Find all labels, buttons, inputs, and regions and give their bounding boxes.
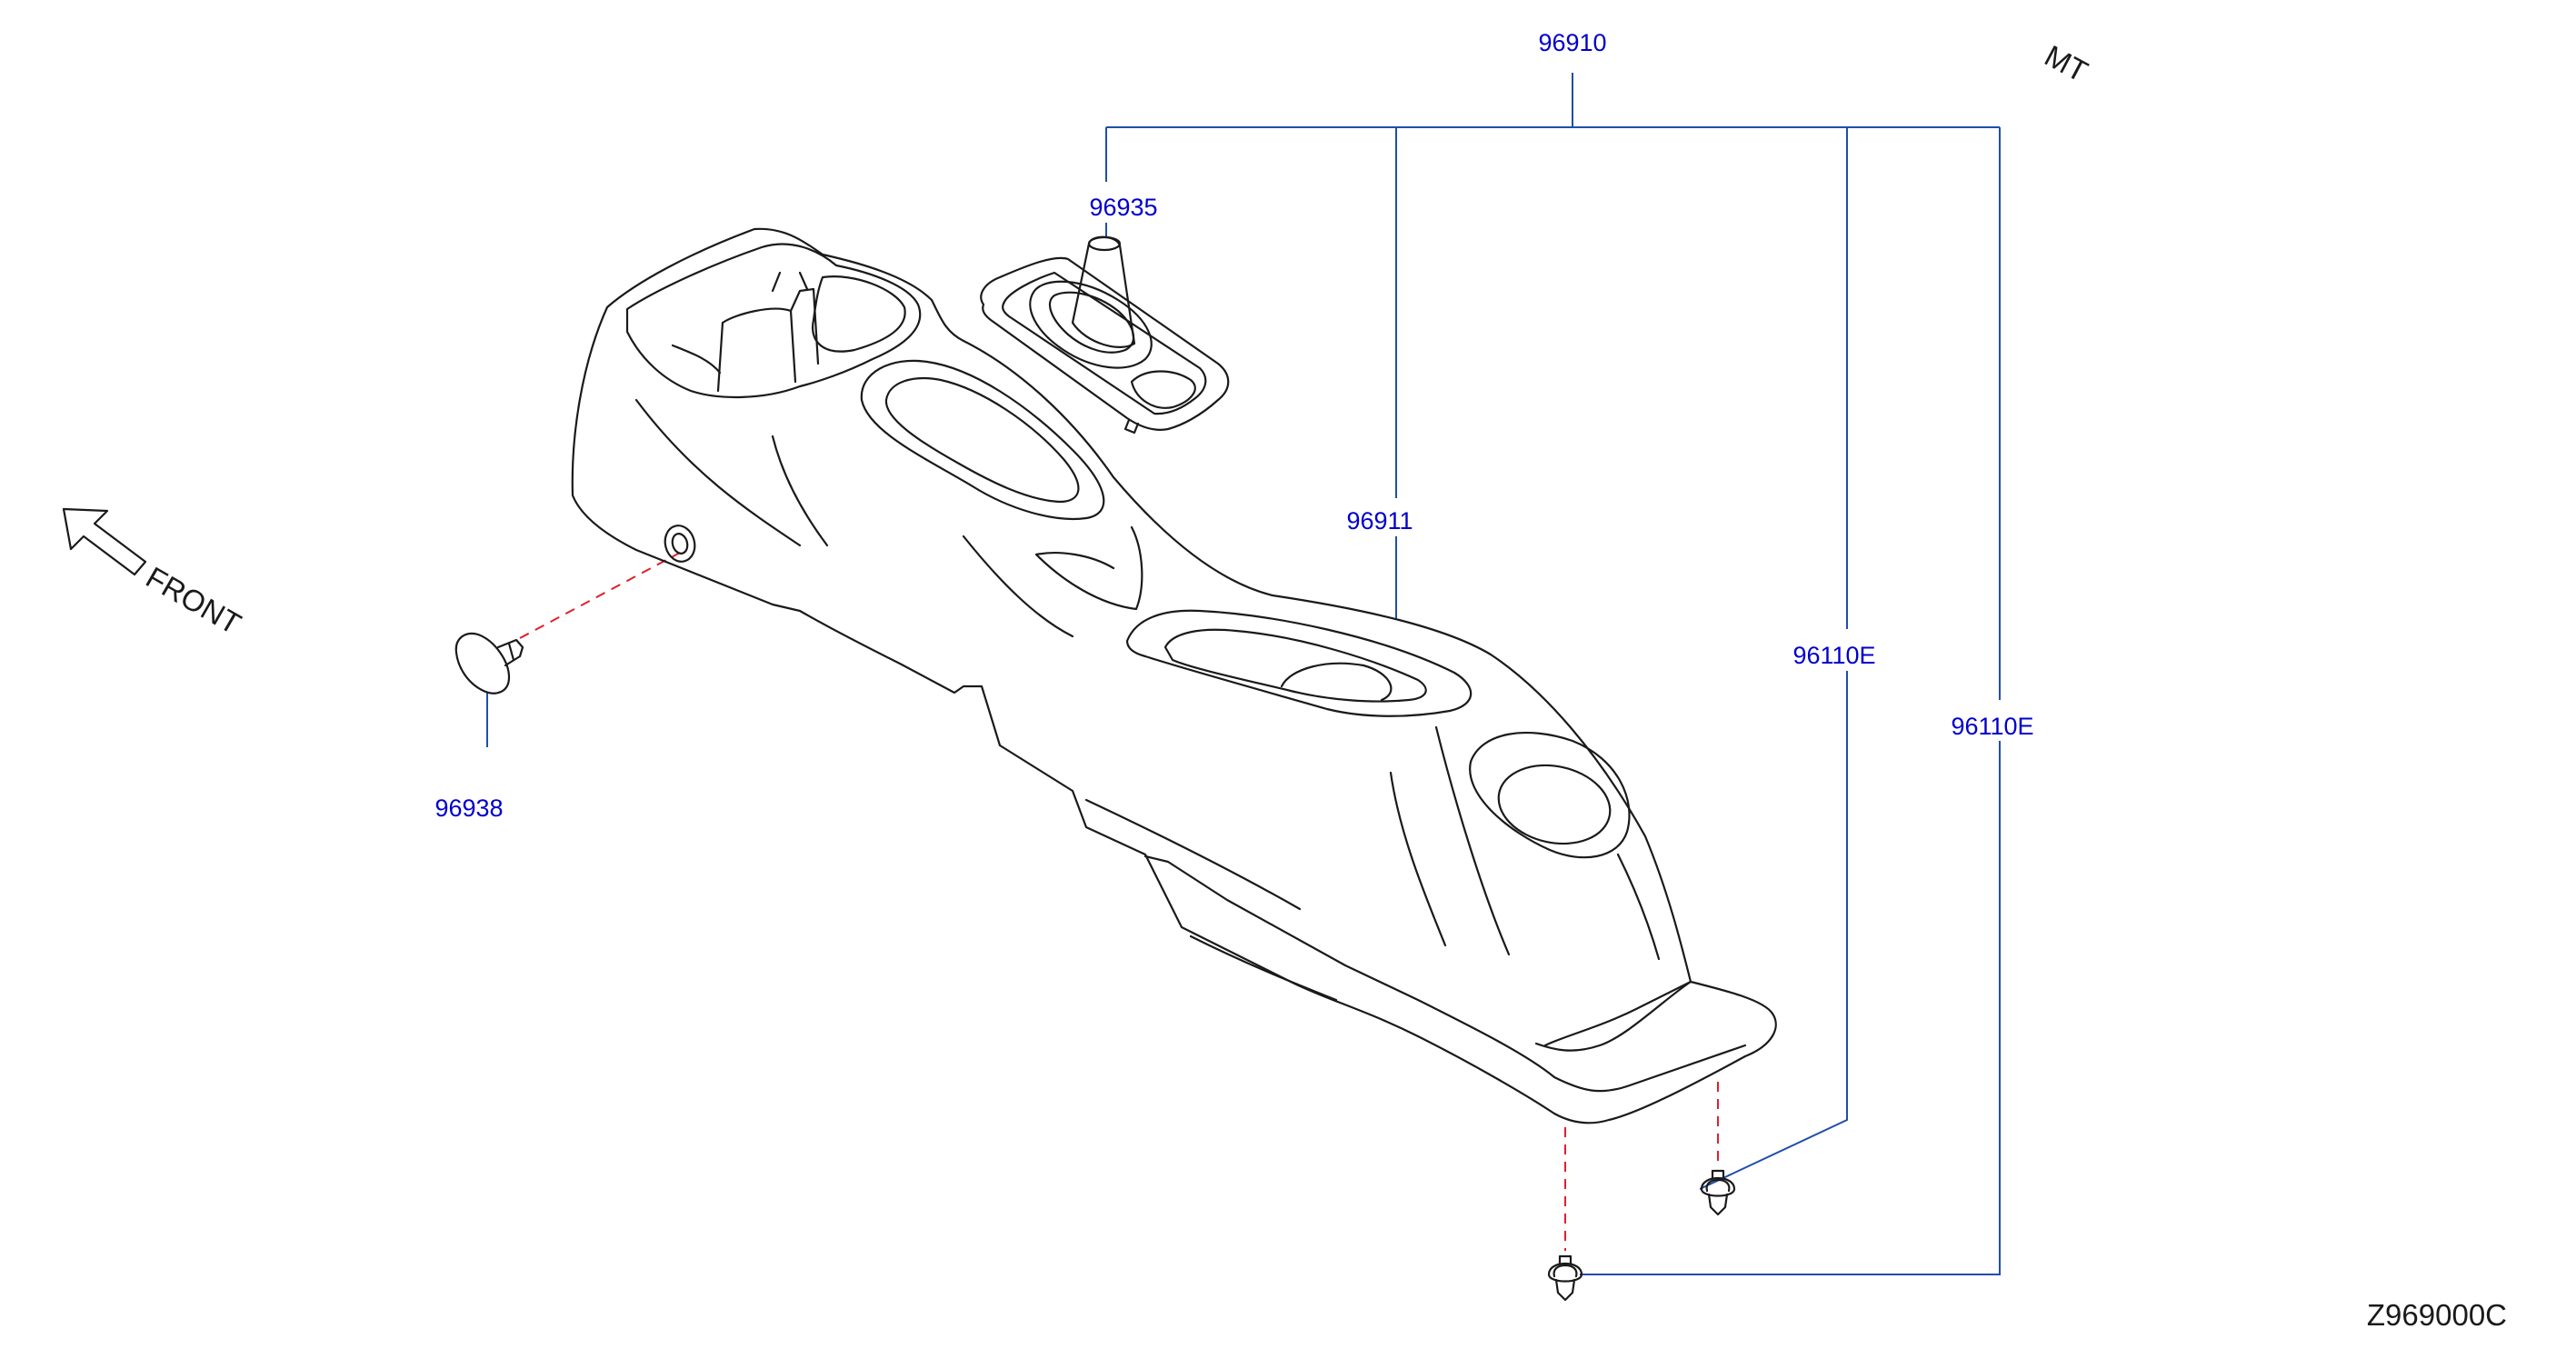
side-body-contour — [1084, 798, 1338, 1002]
rear-cup-recess-outer — [1469, 731, 1631, 859]
callout-plug: 96938 — [434, 794, 503, 822]
boot-collar — [1029, 280, 1153, 369]
mid-tray-inner — [884, 376, 1080, 504]
center-console-drawing — [571, 227, 1777, 1124]
plug-drawing — [454, 632, 524, 694]
front-storage-rim — [625, 243, 922, 399]
clip-a — [1700, 1169, 1736, 1216]
drawing-number: Z969000C — [2367, 1298, 2507, 1332]
boot-stem-top — [1087, 235, 1122, 252]
plug-ring — [507, 642, 515, 662]
rear-lower-contour — [1543, 980, 1692, 1047]
grommet-hole-inner — [671, 533, 689, 555]
boot-plate — [980, 256, 1230, 431]
boot-tab — [1123, 418, 1140, 435]
rear-armrest-pocket — [1280, 662, 1393, 702]
rear-armrest-inner — [1163, 628, 1427, 703]
rear-cup-recess — [1497, 764, 1612, 845]
front-arrow-icon — [62, 507, 147, 576]
console-base-front — [1534, 980, 1692, 1052]
rear-armrest-top — [1125, 609, 1473, 717]
boot-collar-inner — [1048, 291, 1134, 354]
leader-clip-b-lower — [1580, 741, 2001, 1275]
front-divider — [716, 287, 820, 393]
mid-side-recess — [1034, 525, 1143, 611]
leader-clip-a-lower — [1699, 671, 1848, 1190]
callout-clip-b: 96110E — [1951, 713, 2033, 740]
clip-drawings — [1547, 1169, 1736, 1302]
plug-head — [454, 632, 511, 694]
fastener-paths — [519, 552, 1719, 1251]
mid-tray-outer — [860, 359, 1105, 520]
front-inner-wall — [671, 271, 809, 375]
console-body-outline — [571, 227, 1777, 1124]
console-base-edge — [1143, 854, 1747, 1093]
leader-lines — [486, 73, 2001, 1275]
boot-pocket — [1130, 370, 1196, 409]
shift-boot-drawing — [980, 235, 1230, 435]
boot-plate-inner — [1002, 271, 1207, 415]
side-contour-upper — [634, 398, 1074, 638]
callout-clip-a: 96110E — [1792, 642, 1875, 669]
callout-boot: 96935 — [1089, 194, 1157, 221]
clip-b — [1547, 1254, 1583, 1302]
callout-assembly: 96910 — [1538, 29, 1606, 56]
grommet-hole — [664, 525, 696, 563]
plug-shank — [496, 638, 524, 667]
callout-console: 96911 — [1346, 507, 1413, 535]
front-label: FRONT — [141, 560, 247, 641]
rear-side-contour — [1389, 725, 1661, 961]
front-cupholder — [812, 275, 906, 353]
fastener-path-plug — [519, 552, 681, 639]
variant-label: MT — [2040, 38, 2093, 88]
